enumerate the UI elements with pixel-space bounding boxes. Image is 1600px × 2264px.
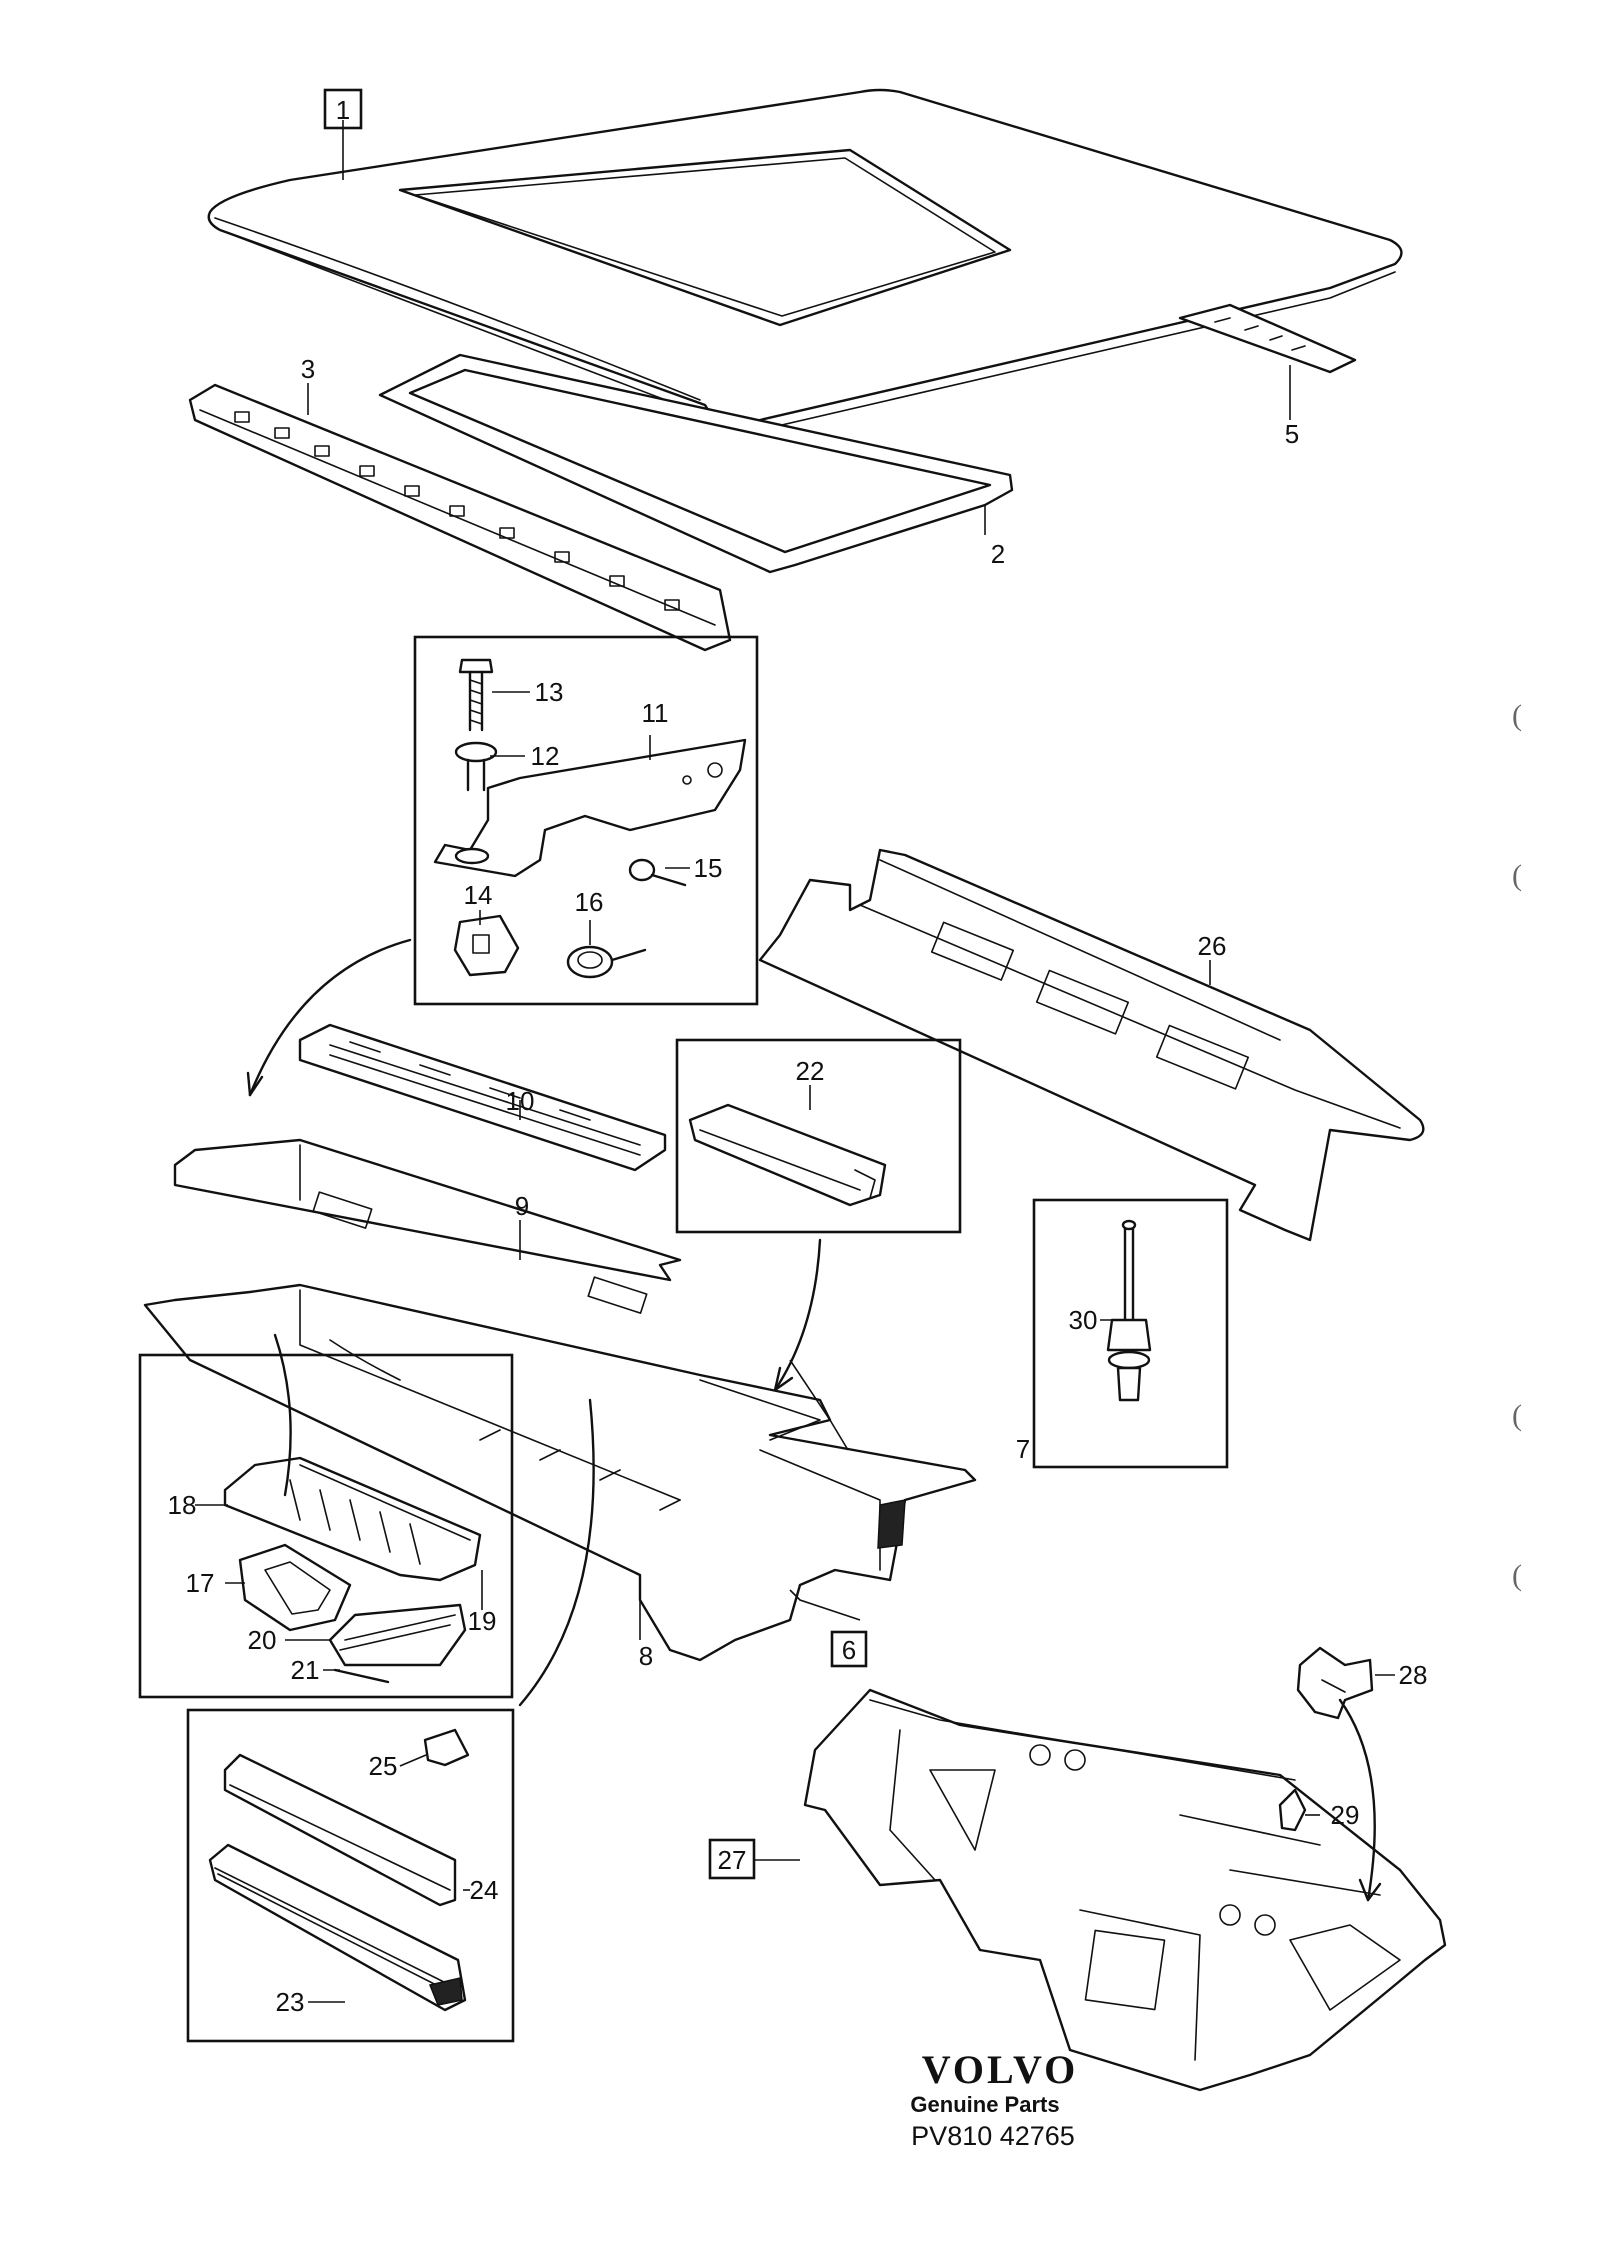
label-10: 10	[506, 1086, 535, 1116]
clip-28	[1296, 1646, 1374, 1720]
label-24: 24	[470, 1875, 499, 1905]
label-21: 21	[291, 1655, 320, 1685]
inset-cowl-seals	[186, 1708, 515, 2043]
label-12: 12	[531, 741, 560, 771]
label-1: 1	[336, 95, 350, 125]
label-17: 17	[186, 1568, 215, 1598]
leader-lines	[195, 120, 1395, 2003]
label-13: 13	[535, 677, 564, 707]
label-20: 20	[248, 1625, 277, 1655]
label-25: 25	[369, 1751, 398, 1781]
clip-29	[1278, 1788, 1307, 1832]
assembly-arrows	[246, 938, 1382, 1902]
label-29: 29	[1331, 1800, 1360, 1830]
cowl-structure	[143, 1283, 977, 1662]
label-2: 2	[991, 539, 1005, 569]
label-22: 22	[796, 1056, 825, 1086]
dashboard-panel	[803, 1688, 1447, 2092]
cowl-panel	[173, 1138, 682, 1314]
label-27: 27	[718, 1845, 747, 1875]
part-labels: 1 2 3 5 6 7 8 9 10 11 12 13 14 15 16 17 …	[168, 88, 1428, 2017]
label-15: 15	[694, 853, 723, 883]
roof-panel	[207, 88, 1403, 449]
reference-number: PV810 42765	[911, 2121, 1075, 2151]
volvo-logo: VOLVO	[922, 2047, 1078, 2092]
roof-front-rail	[188, 383, 732, 652]
sunroof-frame	[378, 353, 1014, 574]
label-16: 16	[575, 887, 604, 917]
label-5: 5	[1285, 419, 1299, 449]
label-8: 8	[639, 1641, 653, 1671]
margin-mark-3: (	[1512, 1399, 1522, 1432]
label-28: 28	[1399, 1660, 1428, 1690]
margin-marks: ( ( ( (	[1512, 699, 1522, 1592]
margin-mark-2: (	[1512, 859, 1522, 892]
genuine-parts-tagline: Genuine Parts	[910, 2092, 1059, 2117]
label-18: 18	[168, 1490, 197, 1520]
cowl-grille	[298, 1023, 667, 1172]
inset-rivet	[1032, 1198, 1229, 1469]
label-3: 3	[301, 354, 315, 384]
inset-bracket-hardware	[413, 635, 759, 1006]
label-9: 9	[515, 1191, 529, 1221]
inset-seal-strip	[675, 1038, 962, 1234]
label-7: 7	[1016, 1434, 1030, 1464]
rear-cross-member	[758, 848, 1425, 1242]
branding-block: VOLVO Genuine Parts PV810 42765	[910, 2047, 1078, 2151]
label-11: 11	[642, 698, 669, 728]
label-14: 14	[464, 880, 493, 910]
label-6: 6	[842, 1635, 856, 1665]
roof-side-rail	[1178, 303, 1357, 374]
margin-mark-1: (	[1512, 699, 1522, 732]
inset-vent-parts	[138, 1353, 514, 1699]
margin-mark-4: (	[1512, 1559, 1522, 1592]
label-30: 30	[1069, 1305, 1098, 1335]
label-23: 23	[276, 1987, 305, 2017]
label-26: 26	[1198, 931, 1227, 961]
label-19: 19	[468, 1606, 497, 1636]
